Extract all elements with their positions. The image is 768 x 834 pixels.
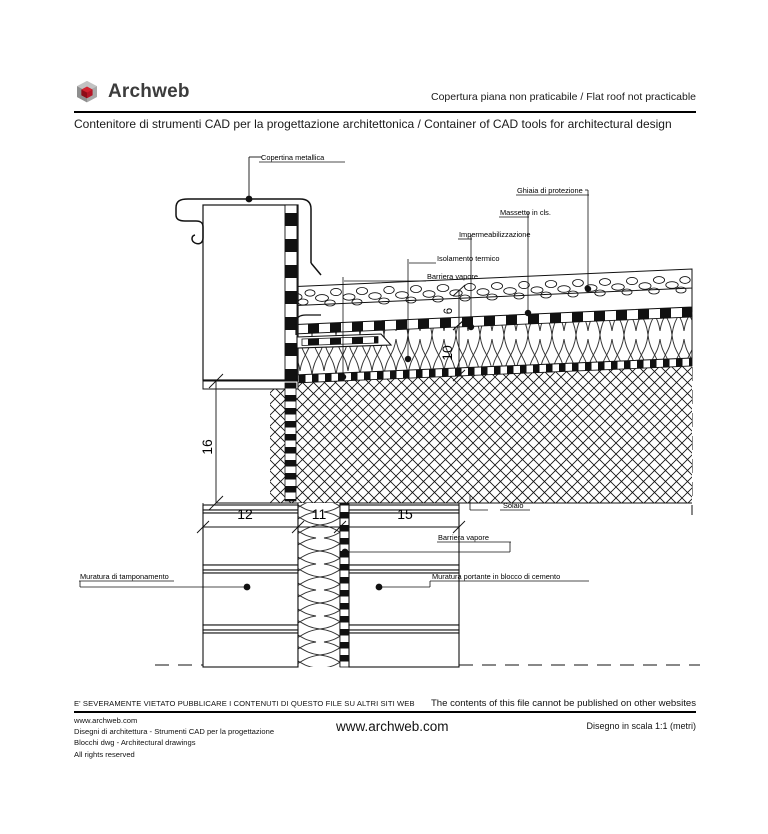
footer-credits-line-1: www.archweb.com: [74, 716, 138, 725]
callout-impermeabilizzazione: [458, 235, 475, 331]
callout-muratura-portante-label: Muratura portante in blocco di cemento: [432, 572, 560, 581]
dimension-insulation-10: [452, 318, 466, 382]
footer-divider: [74, 711, 696, 713]
callout-barriera-vapore-roof: [339, 277, 426, 381]
dimension-cavity-11-value: 11: [312, 506, 327, 522]
cavity-insulation: [297, 503, 341, 667]
footer-credits-line-3: Blocchi dwg - Architectural drawings: [74, 738, 196, 748]
callout-muratura-di-tamponamento-label: Muratura di tamponamento: [80, 572, 169, 581]
callout-ghiaia-di-protezione: [516, 189, 592, 293]
header-subject-title: Copertura piana non praticabile / Flat r…: [431, 91, 696, 103]
inner-wall-blocks: [348, 504, 460, 668]
membrane-return: [295, 314, 321, 335]
footer-warning-english: The contents of this file cannot be publ…: [430, 698, 696, 709]
callout-massetto-in-cls-label: Massetto in cls.: [500, 208, 551, 217]
parapet-wall: [202, 204, 299, 381]
callout-solaio: [469, 495, 530, 511]
footer-credits-line-4: All rights reserved: [74, 749, 135, 759]
footer-credits: www.archweb.com Disegni di architettura …: [74, 715, 274, 760]
callout-copertina-metallica: [245, 156, 345, 203]
outer-wall-blocks: [202, 504, 299, 668]
archweb-cube-logo-icon: [77, 81, 97, 103]
metal-coping: [175, 198, 322, 276]
dimension-gravel-6-value: 6: [443, 308, 455, 314]
dimension-slab-16-value: 16: [199, 439, 215, 455]
callout-ghiaia-di-protezione-label: Ghiaia di protezione: [517, 186, 583, 195]
roof-slab: [269, 362, 693, 504]
footer-website-link[interactable]: www.archweb.com: [336, 719, 449, 734]
callout-barriera-vapore-roof-label: Barriera vapore: [427, 272, 478, 281]
archweb-logo[interactable]: Archweb: [74, 79, 190, 105]
callout-solaio-label: Solaio: [503, 501, 524, 510]
callout-isolamento-termico: [404, 259, 436, 363]
dimension-insulation-10-value: 10: [439, 345, 455, 361]
dimension-wall-chain: [196, 503, 466, 534]
archweb-logo-text: Archweb: [108, 81, 190, 102]
dimension-slab-16: [208, 373, 298, 511]
dimension-outer-wall-12-value: 12: [237, 506, 253, 522]
cad-drawing-canvas: 16 6 10: [0, 135, 768, 695]
header-tagline: Contenitore di strumenti CAD per la prog…: [74, 117, 672, 131]
callout-isolamento-termico-label: Isolamento termico: [437, 254, 499, 263]
section-detail-svg: 16 6 10: [79, 153, 700, 668]
callout-muratura-portante: [375, 580, 589, 591]
footer-warning-italian: E' SEVERAMENTE VIETATO PUBBLICARE I CONT…: [74, 699, 415, 708]
parapet-barrier-lower: [284, 382, 297, 502]
callout-barriera-vapore-wall-label: Barriera vapore: [438, 533, 489, 542]
footer-credits-line-2: Disegni di architettura - Strumenti CAD …: [74, 727, 275, 737]
dimension-inner-wall-15-value: 15: [397, 506, 413, 522]
callout-copertina-metallica-label: Copertina metallica: [261, 153, 325, 162]
callout-muratura-di-tamponamento: [79, 580, 251, 591]
callout-massetto-in-cls: [499, 212, 532, 317]
callout-barriera-vapore-wall: [341, 541, 511, 556]
header-divider: [74, 111, 696, 113]
parapet-base: [202, 380, 299, 390]
wall-vapour-barrier: [339, 502, 350, 668]
roof-gravel: [284, 268, 693, 307]
flashing-strip: [296, 333, 393, 349]
callout-impermeabilizzazione-label: Impermeabilizzazione: [459, 230, 530, 239]
footer-scale-note: Disegno in scala 1:1 (metri): [586, 721, 696, 731]
